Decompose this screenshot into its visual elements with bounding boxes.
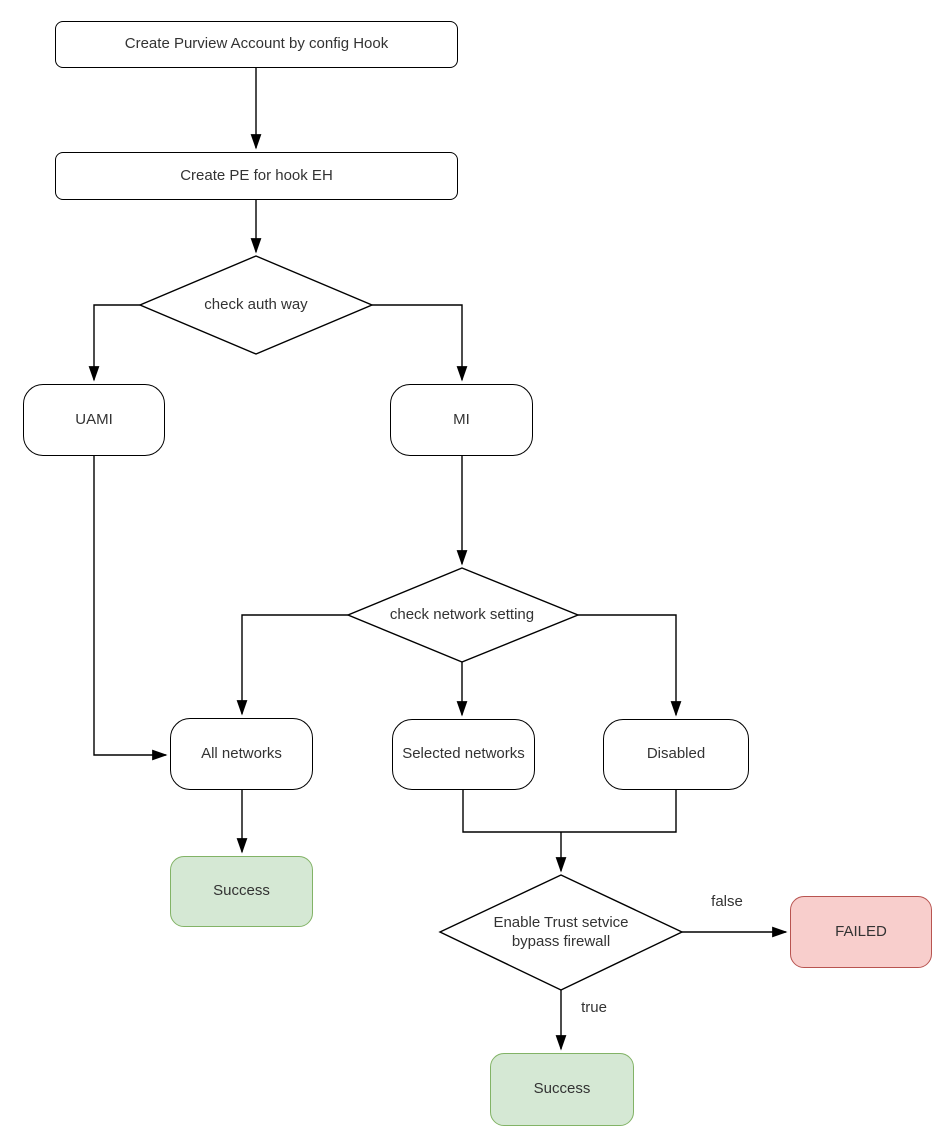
node-mi: MI	[390, 384, 533, 456]
edge-merge-selected-disabled	[462, 790, 677, 833]
node-success-trust-service: Success	[490, 1053, 634, 1126]
edge-check-network-to-disabled	[578, 614, 682, 717]
node-uami: UAMI	[23, 384, 165, 456]
node-create-pe-for-hook-eh: Create PE for hook EH	[55, 152, 458, 200]
edge-uami-to-all-networks	[93, 456, 168, 761]
node-create-purview-account: Create Purview Account by config Hook	[55, 21, 458, 68]
check-network-diamond	[346, 567, 580, 663]
edge-check-auth-to-uami	[88, 304, 140, 382]
edge-label-false: false	[711, 893, 743, 910]
node-all-networks: All networks	[170, 718, 313, 790]
edge-check-network-to-all-networks	[236, 614, 348, 716]
trust-service-diamond	[438, 874, 684, 991]
node-failed: FAILED	[790, 896, 932, 968]
node-disabled: Disabled	[603, 719, 749, 790]
node-selected-networks: Selected networks	[392, 719, 535, 790]
node-success-all-networks: Success	[170, 856, 313, 927]
edge-label-true: true	[581, 999, 607, 1016]
edge-check-auth-to-mi	[372, 304, 468, 382]
check-auth-diamond	[138, 255, 374, 355]
